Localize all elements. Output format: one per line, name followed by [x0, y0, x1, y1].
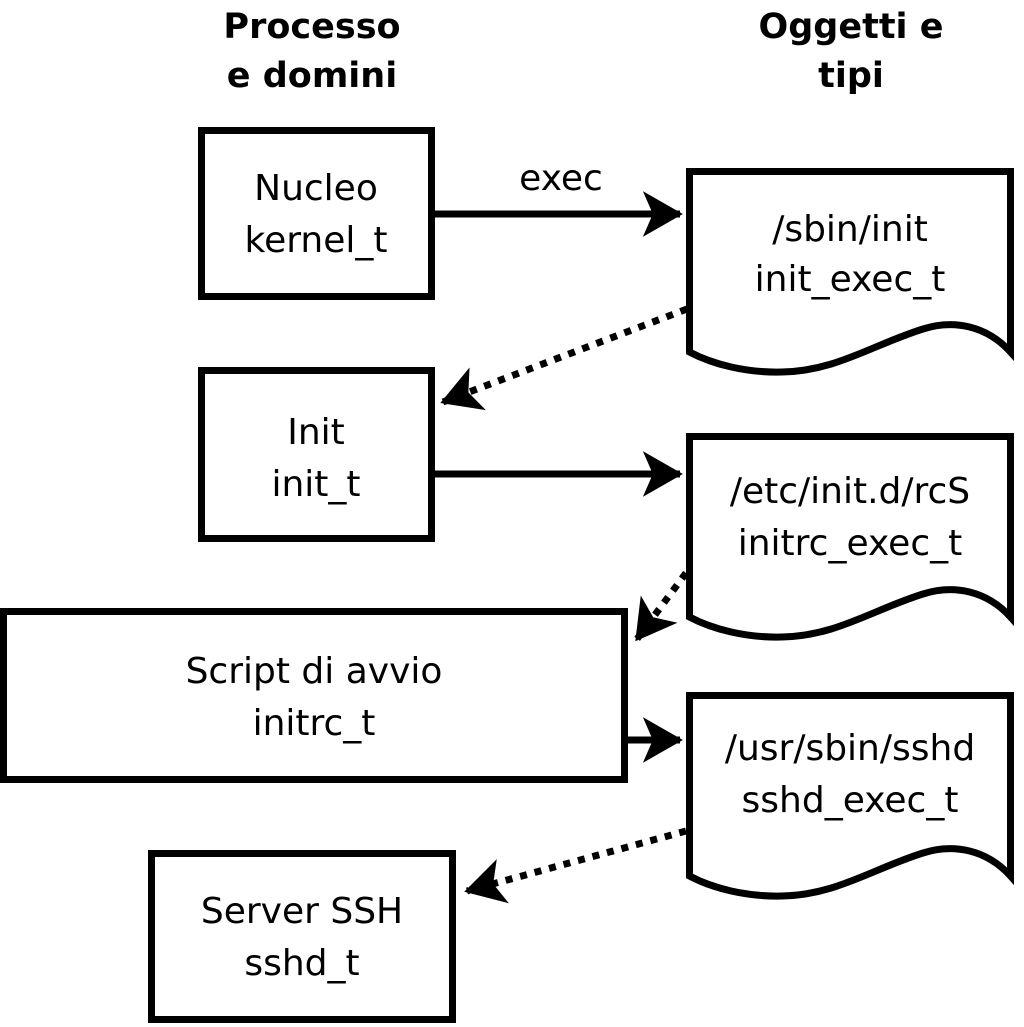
- init-box-name: Init: [287, 412, 345, 453]
- sshd-exec-doc-path: /usr/sbin/sshd: [725, 728, 975, 769]
- process-box-initrc: Script di avvio initrc_t: [0, 608, 628, 783]
- kernel-box-shape: [198, 127, 435, 300]
- kernel-box-domain: kernel_t: [245, 220, 388, 261]
- transition-arrow-sshd-exec-to-sshd: [464, 827, 687, 904]
- exec-arrow-label: exec: [519, 158, 603, 199]
- column-header-objects: Oggetti e tipi: [759, 7, 944, 96]
- object-doc-sshd-exec: /usr/sbin/sshd sshd_exec_t: [686, 692, 1014, 900]
- transition-arrow-init-exec-to-init: [440, 305, 689, 411]
- init-box-domain: init_t: [271, 464, 360, 505]
- initrc-box-domain: initrc_t: [253, 703, 376, 744]
- object-doc-initrc-exec: /etc/init.d/rcS initrc_exec_t: [686, 433, 1014, 641]
- initrc-box-shape: [0, 608, 628, 783]
- init-box-shape: [198, 367, 435, 542]
- header-left-line2: e domini: [227, 56, 397, 96]
- process-box-kernel: Nucleo kernel_t: [198, 127, 435, 300]
- init-exec-doc-type: init_exec_t: [755, 259, 946, 300]
- object-doc-init-exec: /sbin/init init_exec_t: [686, 168, 1014, 376]
- header-left-line1: Processo: [223, 7, 400, 47]
- column-header-processes: Processo e domini: [223, 7, 400, 96]
- init-exec-doc-shape: [686, 168, 1014, 376]
- kernel-box-name: Nucleo: [254, 168, 378, 209]
- sshd-exec-doc-type: sshd_exec_t: [742, 780, 959, 821]
- transition-arrow-initrc-exec-to-initrc: [634, 570, 689, 642]
- initrc-exec-doc-type: initrc_exec_t: [738, 523, 963, 564]
- initrc-exec-doc-shape: [686, 433, 1014, 641]
- process-box-sshd: Server SSH sshd_t: [148, 850, 456, 1023]
- sshd-box-shape: [148, 850, 456, 1023]
- sshd-exec-doc-shape: [686, 692, 1014, 900]
- sshd-box-name: Server SSH: [201, 891, 403, 932]
- init-exec-doc-path: /sbin/init: [772, 209, 928, 250]
- header-right-line1: Oggetti e: [759, 7, 944, 47]
- header-right-line2: tipi: [818, 56, 884, 96]
- process-box-init: Init init_t: [198, 367, 435, 542]
- initrc-exec-doc-path: /etc/init.d/rcS: [730, 471, 970, 512]
- sshd-box-domain: sshd_t: [244, 943, 359, 984]
- initrc-box-name: Script di avvio: [186, 651, 443, 692]
